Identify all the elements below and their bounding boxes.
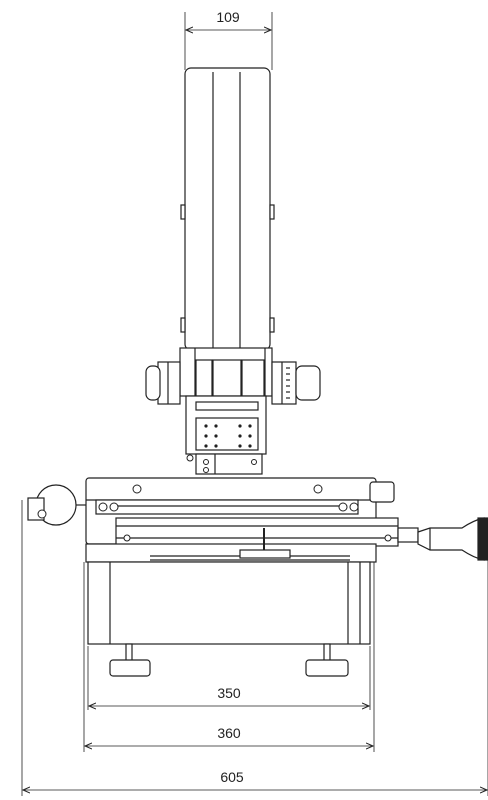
vertical-column: [180, 67, 275, 351]
column-width-label: 109: [216, 9, 240, 25]
column-width-dimension: [184, 12, 273, 70]
base-body: [85, 477, 399, 563]
left-focus-knob: [145, 361, 181, 405]
overall-width-dimension: [21, 500, 488, 796]
inner-base-dimension: [87, 646, 371, 710]
focus-head: [179, 347, 273, 397]
left-micrometer-drum: [27, 484, 86, 526]
right-foot: [305, 643, 349, 677]
left-foot: [109, 643, 151, 677]
right-focus-knob: [271, 361, 321, 405]
outer-base-width-label: 360: [217, 725, 241, 741]
inner-base-width-label: 350: [217, 685, 241, 701]
stage-clamp: [239, 528, 291, 559]
outer-base-dimension: [83, 562, 375, 752]
right-micrometer-handle: [397, 517, 488, 561]
overall-width-label: 605: [220, 769, 244, 785]
lower-cabinet: [87, 561, 371, 645]
